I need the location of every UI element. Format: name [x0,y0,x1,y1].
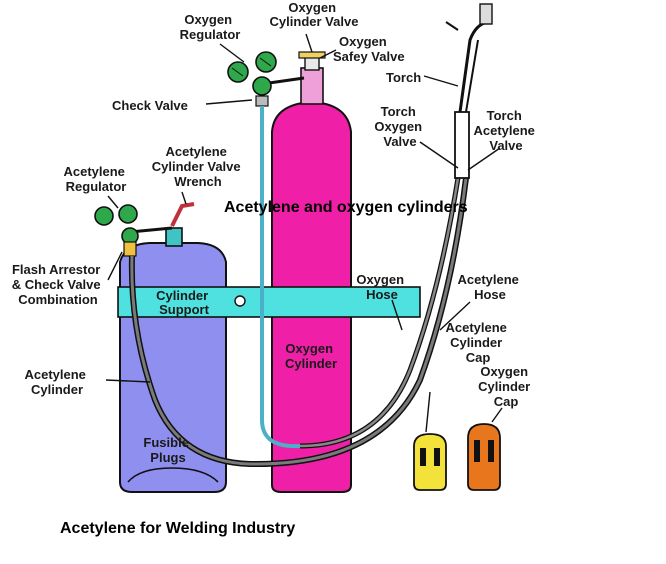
label-acetylene-cylinder-valve-wrench: Acetylene Cylinder Valve Wrench [152,144,245,189]
check-valve [255,95,269,107]
acetylene-cylinder-valve [165,227,183,247]
label-torch: Torch [386,70,421,85]
label-torch-oxygen-valve: Torch Oxygen Valve [374,104,425,149]
label-oxygen-safety-valve: Oxygen Safey Valve [333,34,405,64]
label-acetylene-cylinder: Acetylene Cylinder [24,367,89,397]
label-torch-acetylene-valve: Torch Acetylene Valve [473,108,538,153]
oxygen-cylinder-cap [467,423,501,491]
label-check-valve: Check Valve [112,98,188,113]
label-oxygen-regulator: Oxygen Regulator [180,12,241,42]
label-acetylene-cylinder-cap: Acetylene Cylinder Cap [445,320,510,365]
label-acetylene-hose: Acetylene Hose [457,272,522,302]
acetylene-cylinder-cap [413,433,447,491]
oxygen-regulator [227,51,305,107]
gauge-icon [118,204,138,224]
label-fusible-plugs: Fusible Plugs [143,435,192,465]
gauge-icon [94,206,114,226]
leader-lines [105,33,503,433]
caption-title: Acetylene for Welding Industry [60,520,295,537]
overlay-title: Acetylene and oxygen cylinders [224,199,468,216]
flash-arrestor [123,241,137,257]
label-oxygen-cylinder-cap: Oxygen Cylinder Cap [478,364,534,409]
label-oxygen-hose: Oxygen Hose [356,272,407,302]
oxygen-line [260,106,301,449]
label-flash-arrestor: Flash Arrestor & Check Valve Combination [12,262,105,307]
cylinder-support-band [117,286,421,318]
label-oxygen-cylinder: Oxygen Cylinder [285,341,337,371]
torch [445,3,493,179]
acetylene-regulator [94,202,195,257]
label-acetylene-regulator: Acetylene Regulator [63,164,128,194]
oxygen-cylinder [271,51,352,493]
label-cylinder-support: Cylinder Support [156,288,212,317]
label-oxygen-cylinder-valve: Oxygen Cylinder Valve [270,0,359,29]
oxygen-cylinder-valve-body [300,67,324,105]
cylinder-valve-wrench [170,202,195,227]
gauge-icon [252,76,272,96]
hoses [128,177,469,468]
